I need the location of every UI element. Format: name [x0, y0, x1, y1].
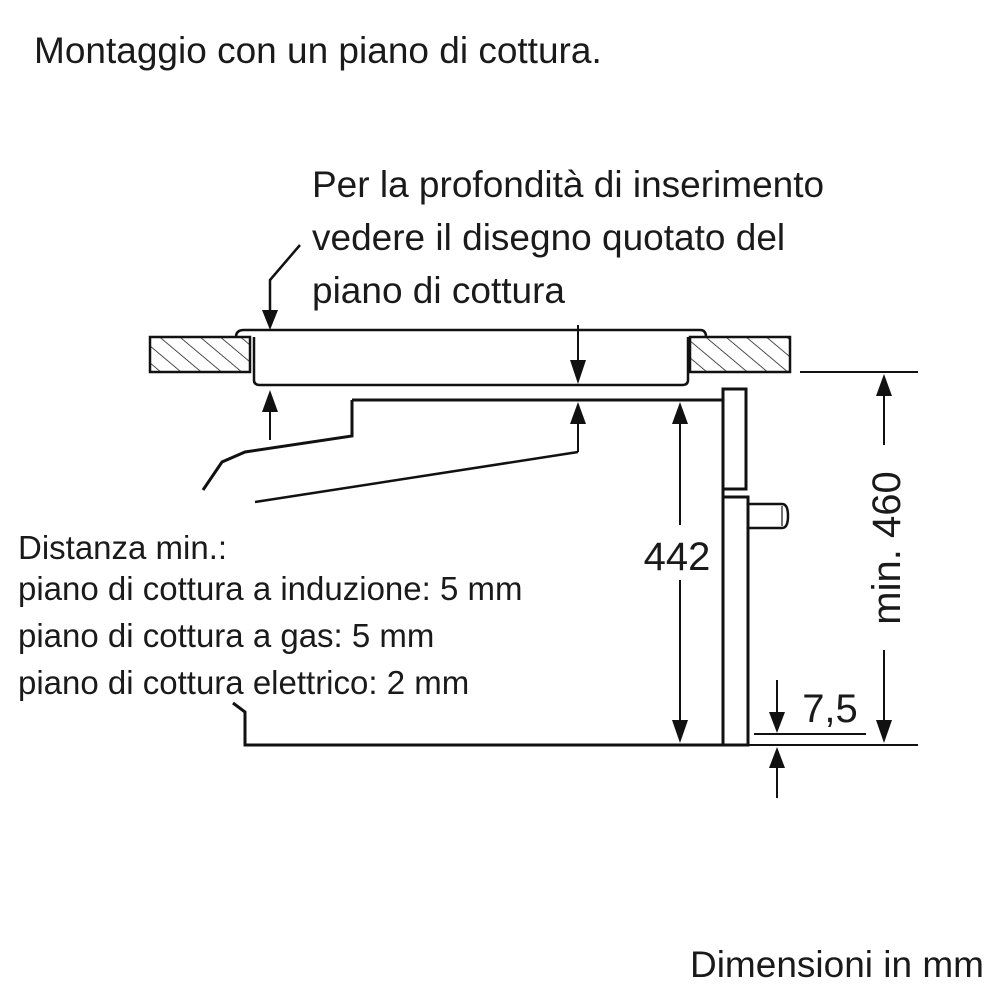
distance-induction: piano di cottura a induzione: 5 mm	[18, 570, 523, 607]
note-line-2: vedere il disegno quotato del	[312, 217, 786, 258]
units-label: Dimensioni in mm	[689, 944, 984, 985]
dimension-7-5-label: 7,5	[802, 687, 858, 731]
note-line-1: Per la profondità di inserimento	[312, 164, 825, 205]
hob	[234, 328, 708, 387]
worktop-right	[688, 335, 792, 374]
worktop-left	[148, 335, 252, 374]
note-line-3: piano di cottura	[312, 270, 566, 311]
dimension-min-460-label: min. 460	[865, 471, 909, 624]
knob-icon	[748, 502, 790, 530]
oven	[201, 387, 750, 747]
dimension-442: 442	[644, 402, 711, 743]
distance-gas: piano di cottura a gas: 5 mm	[18, 617, 435, 654]
dimension-442-label: 442	[644, 535, 711, 579]
dimension-min-460: min. 460	[740, 371, 918, 746]
hob-depth-pointer	[262, 244, 301, 330]
gap-arrows	[262, 325, 586, 452]
distance-electric: piano di cottura elettrico: 2 mm	[18, 664, 470, 701]
distance-heading: Distanza min.:	[18, 529, 228, 566]
diagram-title: Montaggio con un piano di cottura.	[34, 30, 602, 71]
dimension-7-5: 7,5	[754, 680, 866, 798]
